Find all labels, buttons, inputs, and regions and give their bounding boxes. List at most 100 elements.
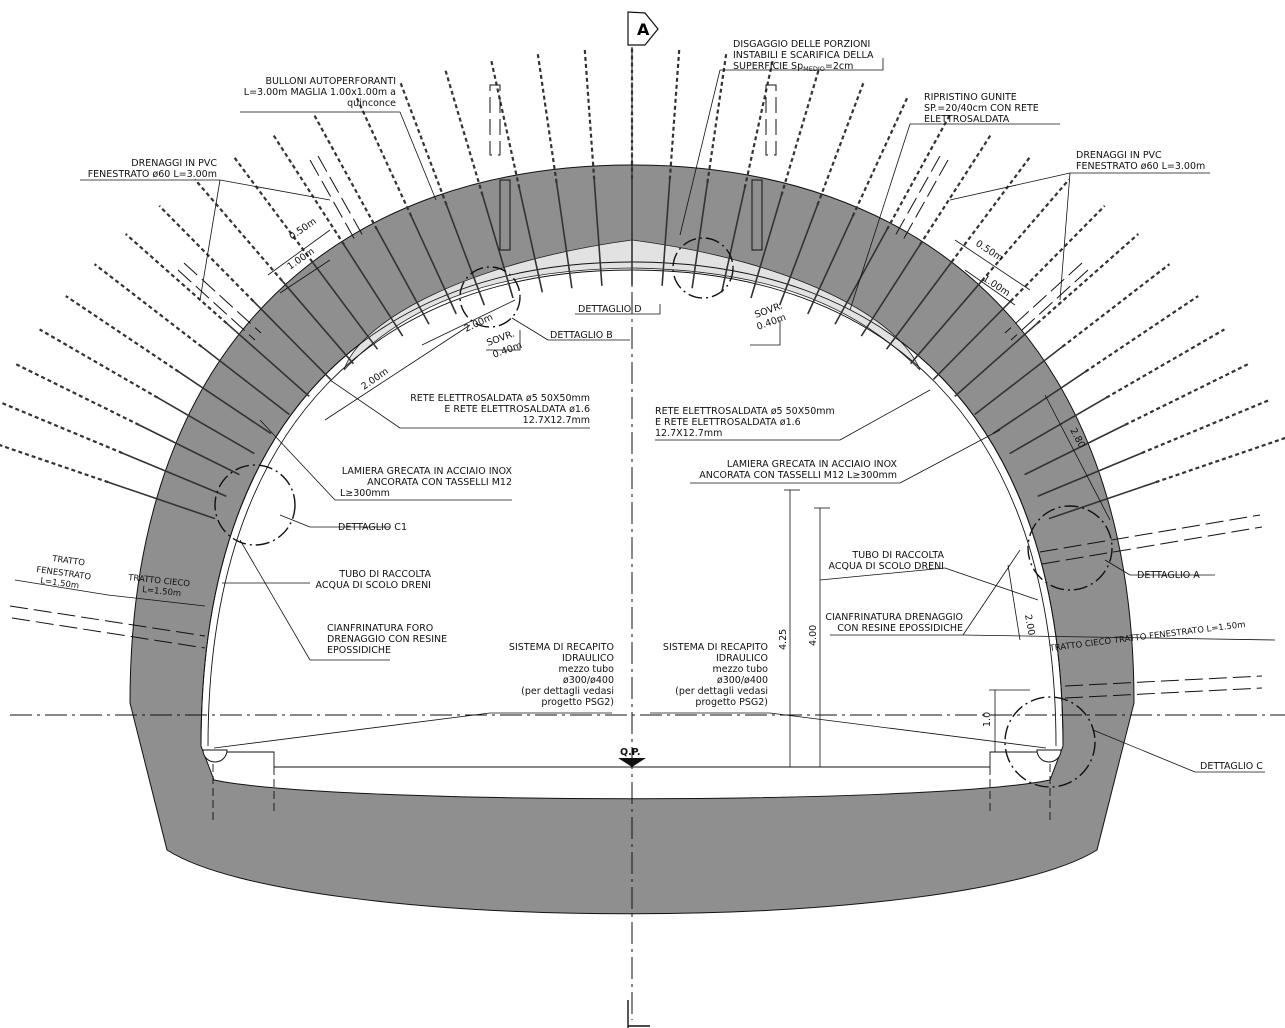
label-dettaglio-a: DETTAGLIO A bbox=[1137, 570, 1200, 581]
rock-bolt bbox=[226, 322, 310, 397]
rock-bolt bbox=[992, 371, 1086, 435]
invert-right bbox=[989, 751, 1056, 767]
rock-bolt-tip bbox=[816, 81, 865, 206]
label-lamiera-left-line1: LAMIERA GRECATA IN ACCIAIO INOX bbox=[342, 466, 513, 477]
rock-bolt-tip bbox=[271, 132, 346, 246]
label-lamiera-left-line2: ANCORATA CON TASSELLI M12 bbox=[367, 477, 512, 488]
label-dettaglio-d: DETTAGLIO D bbox=[578, 304, 642, 315]
label-ripristino-line3: ELETTROSALDATA bbox=[924, 114, 1010, 125]
rock-bolt bbox=[720, 187, 746, 293]
rock-bolt bbox=[178, 371, 272, 435]
bolt-group bbox=[0, 48, 1285, 520]
rock-bolt bbox=[281, 280, 355, 365]
label-rete-left-line1: RETE ELETTROSALDATA ø5 50X50mm bbox=[410, 393, 590, 404]
detail-circle-a bbox=[1027, 505, 1113, 591]
label-tubo-left-line1: TUBO DI RACCOLTA bbox=[338, 569, 431, 580]
rock-bolt bbox=[122, 452, 227, 497]
label-cianfr-left-line1: CIANFRINATURA FORO bbox=[327, 623, 433, 634]
rock-bolt bbox=[1048, 481, 1156, 520]
label-disgaggio-line3: SUPERFICIE SpMEDIO=2cm bbox=[733, 61, 853, 73]
rock-bolt-tip bbox=[124, 233, 228, 325]
rock-bolt-tip bbox=[743, 60, 774, 189]
rock-bolt-tip bbox=[536, 53, 558, 183]
label-drenaggi-left-line1: DRENAGGI IN PVC bbox=[131, 158, 217, 169]
rock-bolt bbox=[885, 261, 953, 350]
rock-bolt bbox=[138, 424, 240, 476]
label-cianfr-right-line2: CON RESINE EPOSSIDICHE bbox=[837, 623, 963, 634]
label-sistema-left-line1: SISTEMA DI RECAPITO bbox=[509, 642, 614, 653]
rock-bolt bbox=[376, 229, 430, 325]
rock-bolt bbox=[518, 187, 544, 293]
dim-050-right: 0.50m bbox=[973, 238, 1005, 264]
rock-bolt bbox=[860, 244, 921, 337]
rock-bolt-tip bbox=[355, 96, 413, 217]
rock-bolt-tip bbox=[851, 96, 909, 217]
rock-bolt-tip bbox=[158, 205, 255, 303]
rock-bolt-tip bbox=[1105, 328, 1225, 399]
label-lamiera-right-line1: LAMIERA GRECATA IN ACCIAIO INOX bbox=[727, 459, 898, 470]
label-sistema-right-line2: IDRAULICO bbox=[716, 653, 768, 664]
label-rete-left-line2: E RETE ELETTROSALDATA ø1.6 bbox=[444, 404, 590, 415]
rock-bolt-tip bbox=[668, 49, 681, 180]
rock-bolt-tip bbox=[15, 363, 140, 426]
dim-400: 4.00 bbox=[808, 625, 819, 646]
label-ripristino-line1: RIPRISTINO GUNITE bbox=[924, 92, 1017, 103]
label-rete-left-line3: 12.7X12.7mm bbox=[523, 415, 590, 426]
label-lamiera-right-line2: ANCORATA CON TASSELLI M12 L≥300mm bbox=[699, 470, 897, 481]
section-marker-top bbox=[627, 11, 659, 46]
dimension-lines bbox=[14, 229, 1111, 767]
label-sistema-right-line5: (per dettagli vedasi bbox=[675, 686, 768, 697]
rock-bolt bbox=[555, 182, 573, 289]
rock-bolt-tip bbox=[981, 178, 1070, 282]
dim-425: 4.25 bbox=[778, 629, 789, 650]
drain-right-horizontal-1 bbox=[1039, 514, 1263, 565]
rock-bolt-tip bbox=[93, 263, 203, 348]
rock-bolt-tip bbox=[1124, 363, 1249, 426]
rock-bolt-tip bbox=[312, 113, 379, 231]
label-disgaggio-line2: INSTABILI E SCARIFICA DELLA bbox=[733, 50, 874, 61]
rock-bolt-tip bbox=[490, 60, 521, 189]
rock-bolt bbox=[1024, 424, 1126, 476]
detail-circle-d bbox=[672, 237, 734, 299]
rock-bolt-tip bbox=[583, 49, 596, 180]
drain-right-horizontal-2 bbox=[1064, 675, 1263, 699]
label-sistema-left-line3: mezzo tubo bbox=[559, 664, 615, 675]
label-bulloni-line3: quinconce bbox=[347, 98, 396, 109]
rock-bolt bbox=[1037, 452, 1142, 497]
rock-bolt bbox=[201, 346, 290, 416]
label-cianfr-left-line3: EPOSSIDICHE bbox=[327, 645, 391, 656]
rock-bolt-tip bbox=[706, 53, 728, 183]
dim-10: 1.0 bbox=[982, 712, 993, 727]
invert-left bbox=[208, 751, 275, 767]
rock-bolt bbox=[954, 322, 1038, 397]
label-bulloni-line2: L=3.00m MAGLIA 1.00x1.00m a bbox=[244, 87, 396, 98]
rock-bolt bbox=[807, 215, 854, 315]
detail-circle-c bbox=[1004, 696, 1096, 788]
section-marker-bottom bbox=[627, 1000, 650, 1028]
rock-bolt bbox=[252, 300, 332, 380]
rock-bolt bbox=[750, 195, 783, 299]
label-ripristino-line2: SP.=20/40cm CON RETE bbox=[924, 103, 1039, 114]
rock-bolt bbox=[778, 204, 819, 306]
drain-right-2 bbox=[1004, 262, 1089, 341]
label-lamiera-left-line3: L≥300mm bbox=[340, 488, 390, 499]
rock-bolt bbox=[1009, 397, 1107, 455]
qp-label: Q.P. bbox=[620, 747, 641, 758]
label-drenaggi-right-line2: FENESTRATO ø60 L=3.00m bbox=[1076, 161, 1205, 172]
drain-left-horizontal bbox=[9, 605, 206, 649]
rock-bolt-tip bbox=[918, 132, 993, 246]
rock-bolt bbox=[691, 182, 709, 289]
rock-bolt-tip bbox=[0, 401, 123, 455]
drain-pipe-right bbox=[1036, 749, 1062, 763]
label-tratto-fenestrato-left-1: TRATTO bbox=[51, 554, 86, 569]
rock-bolt-tip bbox=[780, 69, 820, 196]
rock-bolt-tip bbox=[444, 69, 484, 196]
rock-bolt bbox=[311, 261, 379, 350]
leader-lines bbox=[80, 58, 1276, 773]
rock-bolt-tip bbox=[39, 328, 159, 399]
rock-bolt-tip bbox=[1141, 399, 1269, 455]
dim-200-right: 2.00 bbox=[1022, 614, 1037, 637]
rock-bolt-tip bbox=[0, 444, 109, 484]
rock-bolt bbox=[481, 195, 514, 299]
